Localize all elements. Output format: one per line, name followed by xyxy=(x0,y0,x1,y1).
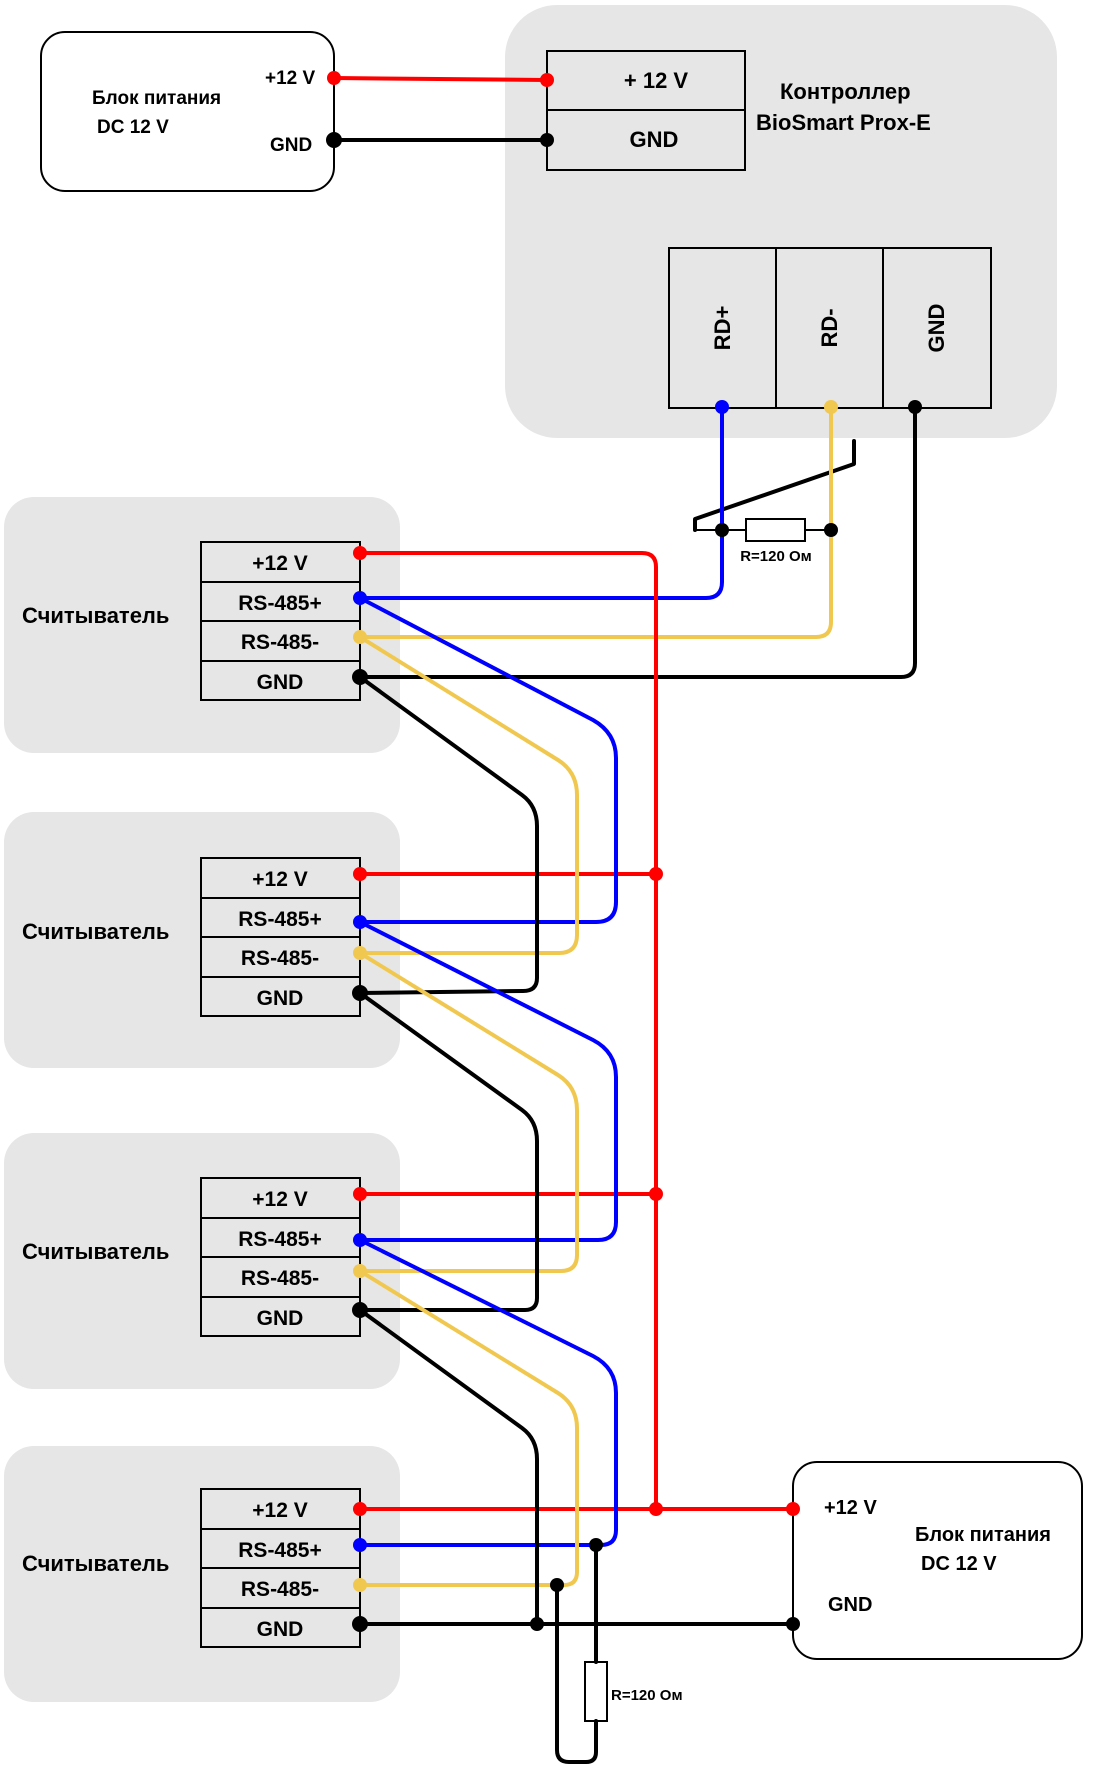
psu-bottom-title-2: DC 12 V xyxy=(921,1553,997,1575)
reader-3-pin-rs485-plus: RS-485+ xyxy=(238,1228,321,1251)
controller-pin-bus-gnd: GND xyxy=(924,304,949,353)
reader-1-pin-gnd: GND xyxy=(257,671,304,694)
reader-2-title: Считыватель xyxy=(22,919,169,944)
wire-bus-gnd-to-reader-1 xyxy=(358,405,917,679)
wire-terminator-loop xyxy=(555,1543,598,1764)
psu-top-plus-label: +12 V xyxy=(265,68,316,89)
reader-2-pin-rs485-minus: RS-485- xyxy=(241,947,319,970)
reader-1: Считыватель +12 V RS-485+ RS-485- GND xyxy=(22,541,361,701)
reader-1-pin-plus12: +12 V xyxy=(252,552,307,575)
reader-3-pin-gnd: GND xyxy=(257,1307,304,1330)
resistor-bottom: R=120 Ом xyxy=(584,1661,683,1722)
resistor-top: R=120 Ом xyxy=(695,518,832,565)
resistor-bottom-label: R=120 Ом xyxy=(611,1687,683,1704)
reader-2: Считыватель +12 V RS-485+ RS-485- GND xyxy=(22,857,361,1017)
connection-dots xyxy=(326,71,922,1632)
wire-top-jumper xyxy=(693,439,856,532)
controller-pin-rd-minus: RD- xyxy=(817,308,842,347)
controller-title-1: Контроллер xyxy=(780,79,911,104)
controller-title-2: BioSmart Prox-E xyxy=(756,110,931,135)
controller-pin-gnd: GND xyxy=(630,127,679,152)
wire-plus12-bus xyxy=(358,551,658,1511)
reader-3-title: Считыватель xyxy=(22,1239,169,1264)
wire-gnd-r1-r2 xyxy=(358,675,539,995)
wire-rs485-minus-r3-r4 xyxy=(358,1269,579,1587)
reader-4-pin-rs485-plus: RS-485+ xyxy=(238,1539,321,1562)
reader-4-pin-gnd: GND xyxy=(257,1618,304,1641)
wire-gnd-r2-r3 xyxy=(358,991,539,1312)
psu-bottom-box xyxy=(792,1461,1083,1660)
reader-3: Считыватель +12 V RS-485+ RS-485- GND xyxy=(22,1177,361,1337)
wire-gnd-r3-r4 xyxy=(358,1308,539,1626)
psu-top-gnd-label: GND xyxy=(270,135,312,156)
reader-4: Считыватель +12 V RS-485+ RS-485- GND xyxy=(22,1488,361,1648)
controller-pin-rd-plus: RD+ xyxy=(710,306,735,351)
psu-bottom-plus-label: +12 V xyxy=(824,1497,877,1519)
wire-psu-top-plus12 xyxy=(332,76,549,82)
wire-rd-minus-to-reader-1 xyxy=(358,405,833,639)
wire-rd-plus-to-reader-1 xyxy=(358,405,724,600)
reader-4-title: Считыватель xyxy=(22,1551,169,1576)
reader-3-pin-rs485-minus: RS-485- xyxy=(241,1267,319,1290)
resistor-top-label: R=120 Ом xyxy=(740,548,812,565)
wire-rs485-plus-r3-r4 xyxy=(358,1238,618,1547)
psu-top-title-1: Блок питания xyxy=(92,88,221,109)
reader-1-pin-rs485-plus: RS-485+ xyxy=(238,592,321,615)
wire-rs485-plus-r1-r2 xyxy=(358,596,618,924)
controller-pin-plus12: + 12 V xyxy=(624,68,689,93)
wire-rs485-plus-r2-r3 xyxy=(358,920,618,1242)
wire-rs485-minus-r1-r2 xyxy=(358,635,579,955)
reader-3-pin-plus12: +12 V xyxy=(252,1188,307,1211)
reader-2-pin-plus12: +12 V xyxy=(252,868,307,891)
reader-4-pin-rs485-minus: RS-485- xyxy=(241,1578,319,1601)
reader-1-pin-rs485-minus: RS-485- xyxy=(241,631,319,654)
reader-2-pin-gnd: GND xyxy=(257,987,304,1010)
reader-4-pin-plus12: +12 V xyxy=(252,1499,307,1522)
psu-bottom-title-1: Блок питания xyxy=(915,1524,1051,1546)
psu-bottom-gnd-label: GND xyxy=(828,1594,872,1616)
reader-1-title: Считыватель xyxy=(22,603,169,628)
controller-bus-terminal xyxy=(668,247,992,409)
wire-rs485-minus-r2-r3 xyxy=(358,951,579,1273)
reader-2-pin-rs485-plus: RS-485+ xyxy=(238,908,321,931)
psu-top-title-2: DC 12 V xyxy=(97,117,169,138)
psu-top-box xyxy=(40,31,335,192)
